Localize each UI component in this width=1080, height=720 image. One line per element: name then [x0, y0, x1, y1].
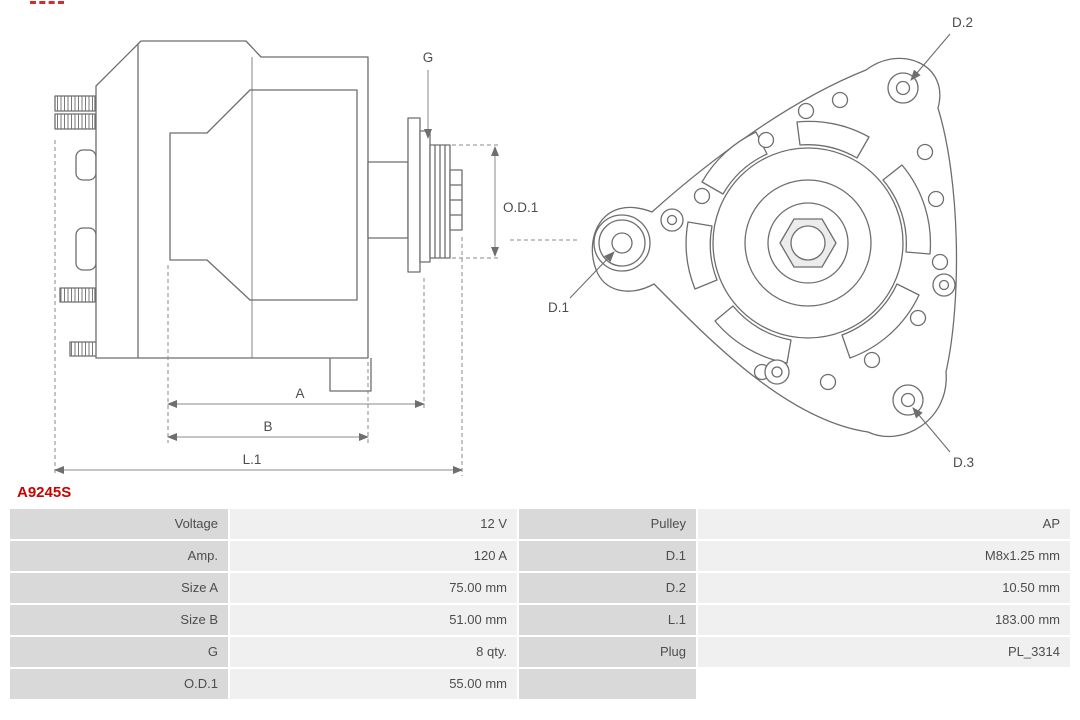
spec-value-l1: 183.00 mm [698, 605, 1070, 635]
alternator-body-outline [95, 40, 369, 359]
dim-label-od1: O.D.1 [503, 200, 538, 215]
dim-label-g: G [423, 50, 434, 65]
rear-cover-boss [75, 227, 97, 271]
part-number: A9245S [17, 484, 72, 501]
spec-value-empty [698, 669, 1070, 699]
spec-label-l1: L.1 [519, 605, 696, 635]
spec-value-g: 8 qty. [230, 637, 517, 667]
callout-arrows [569, 33, 951, 453]
vent-slots [685, 120, 932, 364]
spec-value-voltage: 12 V [230, 509, 517, 539]
side-view-drawing [54, 40, 463, 392]
mounting-foot [329, 358, 372, 392]
rotor-profile [169, 89, 358, 301]
technical-drawing: G O.D.1 A B L.1 [54, 15, 974, 476]
spec-label-size-a: Size A [10, 573, 228, 603]
rear-cover-boss [75, 149, 97, 181]
dim-label-d2: D.2 [952, 15, 973, 30]
spec-value-amp: 120 A [230, 541, 517, 571]
spec-label-d1: D.1 [519, 541, 696, 571]
shaft [367, 161, 409, 239]
rear-view-drawing [569, 33, 958, 453]
spec-label-amp: Amp. [10, 541, 228, 571]
spec-value-pulley: AP [698, 509, 1070, 539]
pulley [407, 117, 463, 273]
dimension-lines [54, 70, 578, 476]
callout-labels: D.2 D.1 D.3 [548, 15, 974, 470]
spec-label-d2: D.2 [519, 573, 696, 603]
dim-label-l1: L.1 [243, 452, 262, 467]
dimension-labels: G O.D.1 A B L.1 [243, 50, 539, 467]
dim-label-d3: D.3 [953, 455, 974, 470]
spec-value-od1: 55.00 mm [230, 669, 517, 699]
spec-value-plug: PL_3314 [698, 637, 1070, 667]
spec-value-d1: M8x1.25 mm [698, 541, 1070, 571]
dim-label-a: A [295, 386, 304, 401]
corner-mark [30, 1, 64, 4]
spec-table: Voltage 12 V Pulley AP Amp. 120 A D.1 M8… [10, 509, 1070, 699]
extension-lines [54, 140, 578, 476]
through-bolts [660, 208, 956, 385]
spec-label-g: G [10, 637, 228, 667]
spec-label-plug: Plug [519, 637, 696, 667]
spec-value-size-a: 75.00 mm [230, 573, 517, 603]
spec-label-pulley: Pulley [519, 509, 696, 539]
spec-label-size-b: Size B [10, 605, 228, 635]
mounting-studs [54, 95, 98, 357]
spec-label-voltage: Voltage [10, 509, 228, 539]
spec-value-size-b: 51.00 mm [230, 605, 517, 635]
spec-label-empty [519, 669, 696, 699]
spec-value-d2: 10.50 mm [698, 573, 1070, 603]
center-hub [712, 147, 904, 339]
vent-holes [693, 91, 949, 391]
dim-label-d1: D.1 [548, 300, 569, 315]
spec-label-od1: O.D.1 [10, 669, 228, 699]
dim-label-b: B [263, 419, 272, 434]
